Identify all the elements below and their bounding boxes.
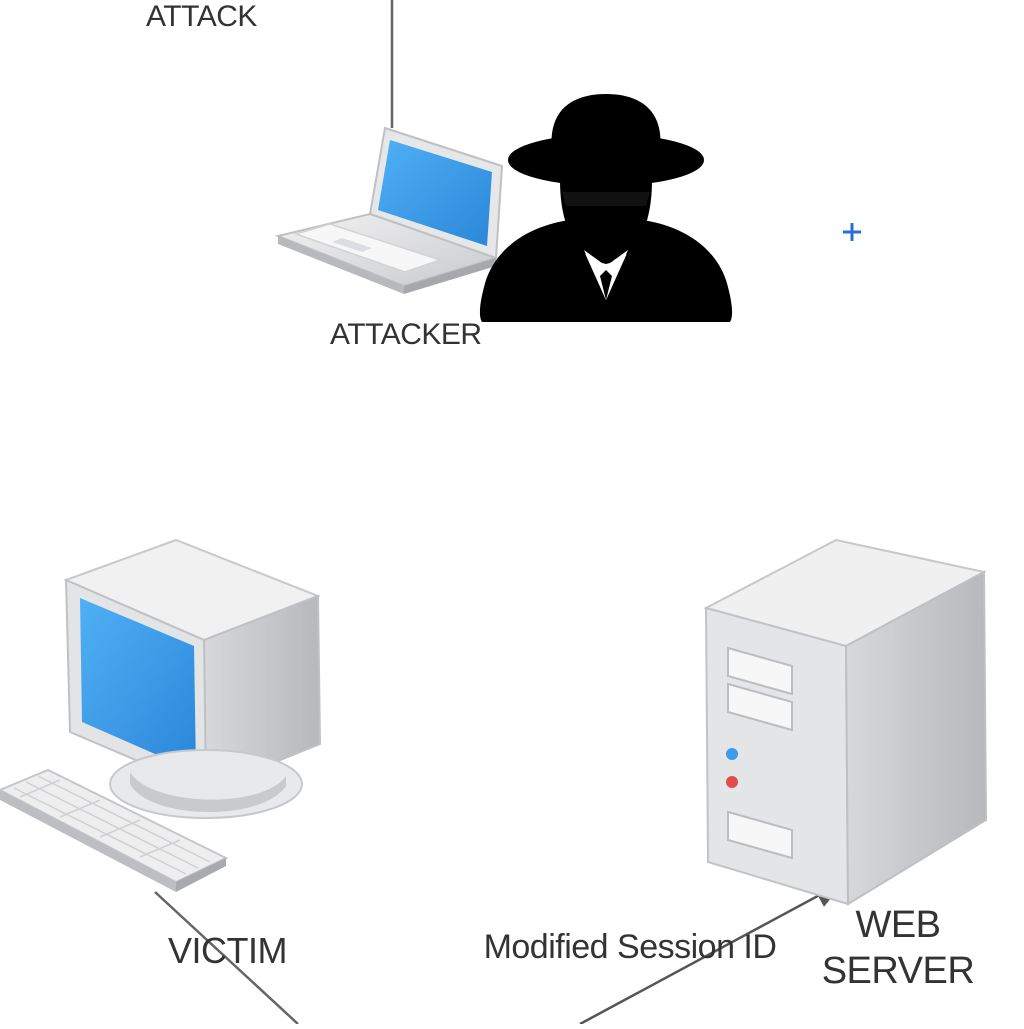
- server-tower-icon: [703, 538, 988, 906]
- web-server-label: WEB SERVER: [821, 904, 975, 992]
- victim-connector-line: [154, 891, 299, 1025]
- attack-label: ATTACK: [146, 0, 257, 33]
- laptop-icon: [274, 126, 504, 294]
- plus-icon: [843, 223, 861, 241]
- spy-hat-icon: [479, 94, 733, 322]
- modified-session-arrow: [579, 881, 845, 1026]
- desktop-computer-icon: [0, 538, 322, 892]
- victim-label: VICTIM: [168, 930, 288, 971]
- attacker-label: ATTACKER: [330, 318, 482, 351]
- modified-session-id-label: Modified Session ID: [483, 928, 777, 966]
